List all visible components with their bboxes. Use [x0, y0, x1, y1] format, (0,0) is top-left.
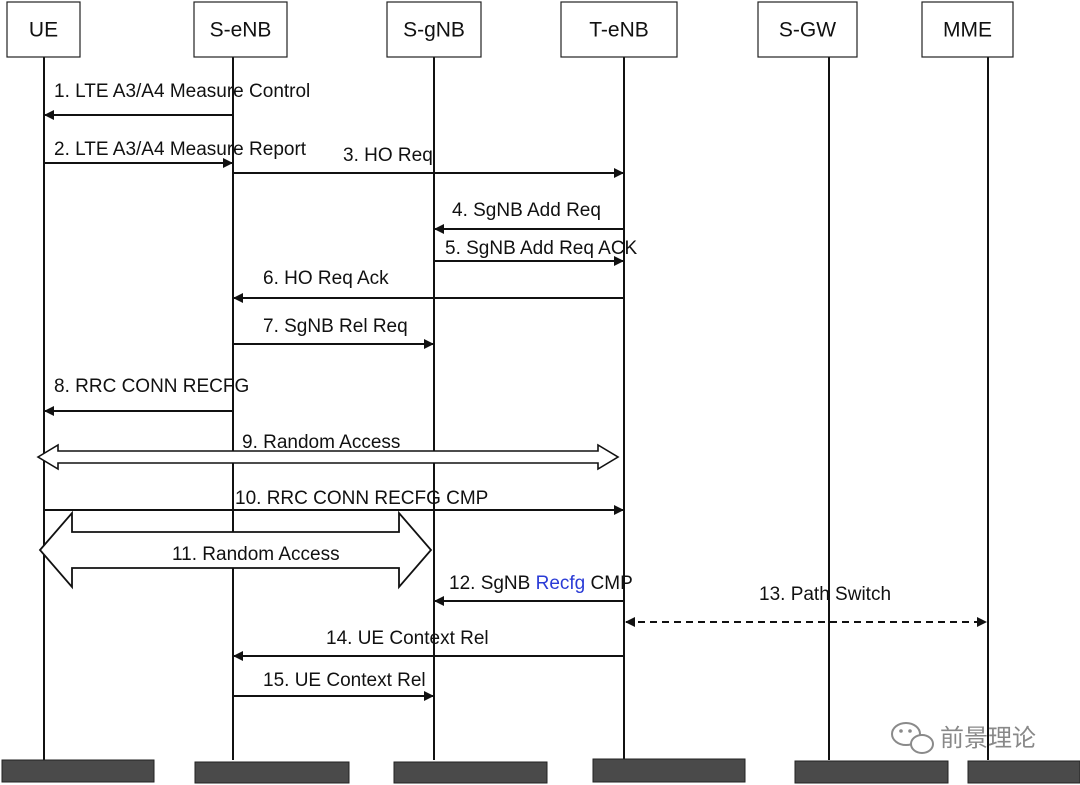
message-5: 5. SgNB Add Req ACK: [434, 238, 638, 266]
message-1: 1. LTE A3/A4 Measure Control: [44, 81, 310, 120]
entity-box-sgnb: [386, 1, 482, 58]
message-12: 12. SgNB Recfg CMP: [434, 573, 633, 606]
entity-label-tenb: T-eNB: [589, 19, 649, 42]
watermark-text: 前景理论: [940, 724, 1036, 752]
message-label: 13. Path Switch: [759, 584, 891, 605]
message-2: 2. LTE A3/A4 Measure Report: [44, 139, 307, 168]
entity-box-tenb: [560, 1, 678, 58]
message-15: 15. UE Context Rel: [233, 670, 434, 701]
message-6: 6. HO Req Ack: [233, 268, 624, 303]
message-label: 8. RRC CONN RECFG: [54, 376, 249, 397]
message-label: 9. Random Access: [242, 432, 400, 453]
watermark: 前景理论: [891, 722, 1036, 754]
message-3: 3. HO Req: [233, 145, 624, 178]
entity-footer-sgw: [794, 760, 949, 784]
message-10: 10. RRC CONN RECFG CMP: [44, 488, 624, 515]
entity-label-sgw: S-GW: [779, 19, 836, 42]
entity-label-mme: MME: [943, 19, 992, 42]
message-label: 12. SgNB Recfg CMP: [449, 573, 633, 594]
message-label: 2. LTE A3/A4 Measure Report: [54, 139, 307, 160]
message-9: 9. Random Access: [36, 432, 620, 471]
message-11: 11. Random Access: [38, 510, 433, 590]
message-label-part: 12. SgNB: [449, 573, 536, 594]
message-label: 14. UE Context Rel: [326, 628, 489, 649]
message-label: 11. Random Access: [172, 544, 340, 565]
entity-label-ue: UE: [29, 19, 58, 42]
message-8: 8. RRC CONN RECFG: [44, 376, 249, 416]
entity-footer-senb: [194, 761, 350, 784]
message-label: 7. SgNB Rel Req: [263, 316, 408, 337]
entity-label-sgnb: S-gNB: [403, 19, 465, 42]
message-double-arrow: [36, 443, 620, 471]
message-7: 7. SgNB Rel Req: [233, 316, 434, 349]
message-label: 3. HO Req: [343, 145, 433, 166]
message-4: 4. SgNB Add Req: [434, 200, 624, 234]
entity-box-ue: [6, 1, 81, 58]
message-13: 13. Path Switch: [625, 584, 987, 627]
message-label: 4. SgNB Add Req: [452, 200, 601, 221]
entity-footer-tenb: [592, 758, 746, 783]
entity-footer-mme: [967, 760, 1080, 784]
entity-label-senb: S-eNB: [210, 19, 272, 42]
entity-box-senb: [193, 1, 288, 58]
message-14: 14. UE Context Rel: [233, 628, 624, 661]
message-label: 1. LTE A3/A4 Measure Control: [54, 81, 310, 102]
entity-box-sgw: [757, 1, 858, 58]
message-label-part: CMP: [585, 573, 633, 594]
message-label: 6. HO Req Ack: [263, 268, 389, 289]
message-label-highlight: Recfg: [536, 573, 586, 594]
entity-footer-sgnb: [393, 761, 548, 784]
message-double-arrow-thick: [38, 510, 433, 590]
message-label: 15. UE Context Rel: [263, 670, 426, 691]
message-label: 5. SgNB Add Req ACK: [445, 238, 638, 259]
message-label: 10. RRC CONN RECFG CMP: [235, 488, 488, 509]
entity-box-mme: [921, 1, 1014, 58]
wechat-icon: [891, 722, 934, 754]
entity-footer-ue: [1, 759, 155, 783]
